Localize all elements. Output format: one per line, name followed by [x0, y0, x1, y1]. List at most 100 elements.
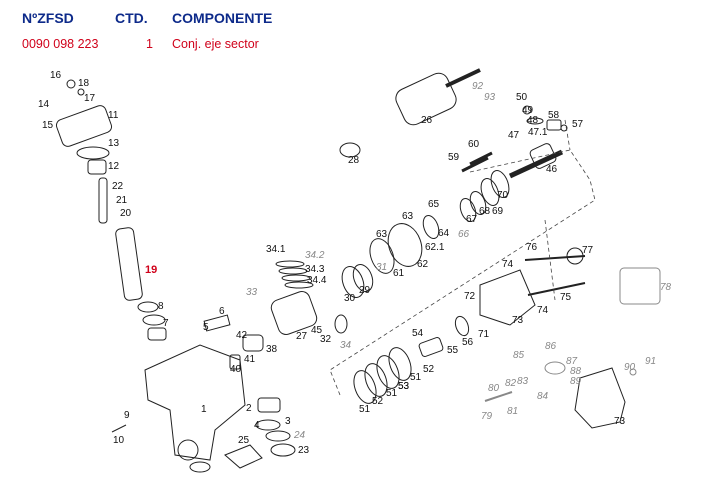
ring-34.2	[278, 267, 308, 275]
valve-cover-part	[55, 105, 113, 147]
part-label-79: 79	[481, 411, 493, 422]
part-label-76: 76	[526, 242, 538, 253]
nut-40	[229, 354, 241, 370]
part-number: 0090 098 223	[22, 37, 99, 51]
valve-housing-72	[479, 269, 536, 326]
part-label-60: 60	[468, 139, 480, 150]
part-58	[546, 119, 562, 131]
part-label-4: 4	[254, 420, 260, 431]
part-label-55: 55	[447, 345, 459, 356]
part-49	[522, 105, 532, 115]
part-label-5: 5	[203, 322, 209, 333]
part-label-10: 10	[113, 435, 125, 446]
ring-56	[454, 315, 470, 337]
ring-23	[189, 461, 211, 473]
bolt-75	[527, 282, 586, 296]
part-label-20: 20	[120, 208, 132, 219]
ring-61	[369, 238, 395, 274]
bearing-2	[257, 397, 281, 413]
seal-77	[566, 247, 584, 265]
nut-54	[418, 337, 444, 357]
part-label-26: 26	[421, 115, 433, 126]
part-label-61: 61	[393, 268, 405, 279]
part-label-72: 72	[464, 291, 476, 302]
ring-51b	[388, 347, 412, 381]
part-label-74: 74	[502, 259, 514, 270]
worm-shaft-46	[508, 149, 564, 179]
clip-28	[339, 142, 361, 158]
part-label-18: 18	[78, 78, 90, 89]
part-label-67: 67	[466, 214, 478, 225]
part-label-31: 31	[376, 262, 387, 273]
housing-port	[177, 439, 199, 461]
part-label-62: 62	[417, 259, 429, 270]
part-label-15: 15	[42, 120, 54, 131]
part-labels: 1618171415111312222120198765423841409101…	[38, 70, 672, 456]
part-label-16: 16	[50, 70, 62, 81]
leader-valve	[544, 219, 556, 301]
part-label-70: 70	[497, 190, 509, 201]
part-label-34-1: 34.1	[266, 244, 286, 255]
ring-51	[353, 370, 377, 404]
bearing-12	[87, 159, 107, 175]
part-label-45: 45	[311, 325, 323, 336]
part-label-63: 63	[376, 229, 388, 240]
part-label-28: 28	[348, 155, 360, 166]
ring-7	[142, 314, 166, 326]
part-label-57: 57	[572, 119, 584, 130]
seal-4	[255, 419, 281, 431]
part-label-47-1: 47.1	[528, 127, 548, 138]
ring-64	[422, 214, 440, 240]
part-label-14: 14	[38, 99, 50, 110]
part-label-32: 32	[320, 334, 332, 345]
part-label-74-alt5: 74	[537, 305, 549, 316]
part-label-83: 83	[517, 376, 529, 387]
part-label-54: 54	[412, 328, 424, 339]
part-label-62-1: 62.1	[425, 242, 445, 253]
part-label-34-2: 34.2	[305, 250, 325, 261]
part-label-69: 69	[492, 206, 504, 217]
part-label-9: 9	[124, 410, 130, 421]
part-label-82: 82	[505, 378, 517, 389]
part-label-91: 91	[645, 356, 656, 367]
part-label-63-alt6: 63	[402, 211, 414, 222]
solenoid-78	[619, 267, 661, 305]
part-label-52: 52	[423, 364, 435, 375]
part-label-2: 2	[246, 403, 252, 414]
key-59	[461, 156, 489, 173]
part-label-47: 47	[508, 130, 520, 141]
adjuster-38	[242, 334, 264, 352]
part-label-17: 17	[84, 93, 96, 104]
part-16	[66, 79, 76, 89]
part-label-73: 73	[512, 315, 524, 326]
part-label-42: 42	[236, 330, 248, 341]
part-label-48: 48	[527, 115, 539, 126]
column-header-component: COMPONENTE	[172, 10, 273, 26]
washer-3	[265, 430, 291, 442]
part-label-68: 68	[479, 206, 491, 217]
part-label-7: 7	[163, 318, 169, 329]
pump-shaft-26	[445, 68, 481, 88]
part-label-30: 30	[344, 293, 356, 304]
o-ring-13	[76, 146, 110, 160]
leader-main	[329, 149, 596, 396]
part-label-84: 84	[537, 391, 549, 402]
part-label-51: 51	[410, 372, 422, 383]
screw-9	[111, 424, 127, 433]
part-label-33: 33	[246, 287, 258, 298]
ring-34.3	[281, 274, 311, 282]
part-label-65: 65	[428, 199, 440, 210]
ring-52	[364, 363, 388, 397]
ring-67	[459, 197, 477, 223]
ring-70	[490, 170, 510, 198]
ring-30	[341, 266, 365, 298]
part-label-6: 6	[219, 306, 225, 317]
part-label-12: 12	[108, 161, 120, 172]
bolt-76	[524, 255, 586, 261]
part-90	[629, 368, 637, 376]
part-48	[526, 117, 544, 125]
bearing-6	[147, 327, 167, 341]
part-label-58: 58	[548, 110, 560, 121]
part-label-50: 50	[516, 92, 528, 103]
part-label-19: 19	[145, 264, 157, 276]
